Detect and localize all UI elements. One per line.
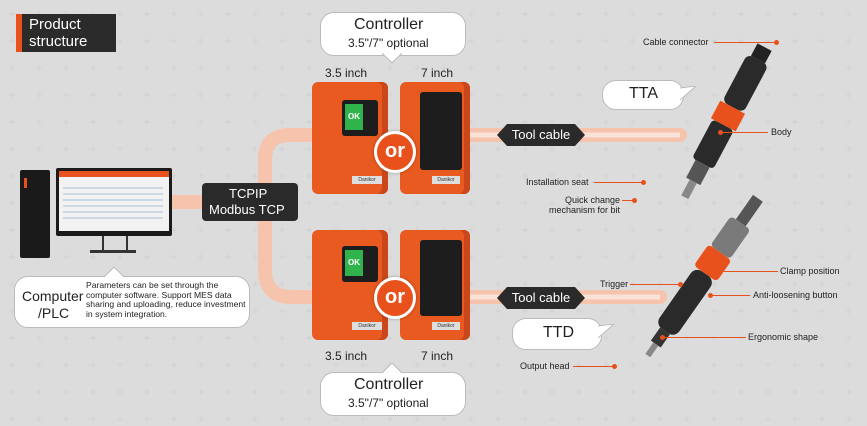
ok-indicator: OK (345, 104, 363, 130)
dot-ergonomic (660, 335, 665, 340)
controller-large-screen (420, 240, 462, 316)
controller-bottom-subtitle: 3.5"/7" optional (348, 396, 429, 410)
monitor-screen (59, 171, 169, 231)
computer-bubble-tail (104, 266, 124, 278)
cable-to-bottom-controllers (258, 195, 327, 304)
page-title: Product structure (29, 16, 88, 50)
monitor-base (90, 250, 136, 253)
cable-computer-to-controllers (163, 128, 327, 209)
label-clamp-position: Clamp position (780, 266, 840, 276)
brand-plate: Danikor (432, 176, 460, 184)
lead-installation-seat (594, 182, 642, 183)
controller-top-subtitle: 3.5"/7" optional (348, 36, 429, 50)
ttd-name: TTD (543, 324, 575, 341)
protocol-line2: Modbus TCP (209, 202, 285, 217)
brand-label: Danikor (437, 177, 455, 183)
tool-cable-label-bottom: Tool cable (497, 287, 585, 309)
controller-bottom-size-right: 7 inch (421, 349, 454, 363)
lead-trigger (630, 284, 680, 285)
tta-bubble (602, 80, 684, 110)
computer-label-line2: /PLC (38, 305, 70, 321)
protocol-line1: TCPIP (229, 186, 268, 201)
controller-bottom-bubble (320, 372, 466, 416)
lead-output-head (573, 366, 613, 367)
or-badge-top: or (374, 131, 416, 173)
tta-bubble-tail (680, 86, 697, 101)
ok-label: OK (348, 258, 360, 267)
controller-top-size-right: 7 inch (421, 66, 454, 80)
ok-label: OK (348, 112, 360, 121)
monitor-stand (102, 236, 128, 250)
controller-bottom-bubble-tail (382, 362, 402, 374)
dot-quick-change (632, 198, 637, 203)
controller-large-screen (420, 92, 462, 170)
brand-plate: Danikor (352, 322, 382, 330)
screen-rows (63, 183, 163, 223)
controller-top-size-left: 3.5 inch (325, 66, 368, 80)
lead-cable-connector (714, 42, 776, 43)
label-anti-loosening: Anti-loosening button (753, 290, 838, 300)
dot-anti-loosening (708, 293, 713, 298)
dot-trigger (678, 282, 683, 287)
label-body: Body (771, 127, 792, 137)
lead-body (722, 132, 768, 133)
brand-label: Danikor (358, 177, 376, 183)
controller-top-bubble (320, 12, 466, 56)
dot-output-head (612, 364, 617, 369)
dot-body (718, 130, 723, 135)
controller-top-bubble-tail (382, 53, 402, 64)
title-box (16, 14, 116, 52)
controller-top-small: OK Danikor (312, 82, 388, 194)
ok-indicator: OK (345, 250, 363, 276)
controller-bottom-title: Controller (354, 376, 424, 393)
computer-label-line1: Computer (22, 288, 84, 304)
ttd-tool (645, 194, 763, 358)
label-output-head: Output head (520, 361, 570, 371)
brand-plate: Danikor (432, 322, 460, 330)
label-cable-connector: Cable connector (643, 37, 709, 47)
or-badge-bottom: or (374, 277, 416, 319)
screen-header (59, 171, 169, 177)
lead-quick-change (622, 200, 634, 201)
title-accent-bar (16, 14, 22, 52)
label-installation-seat: Installation seat (526, 177, 589, 187)
dot-cable-connector (774, 40, 779, 45)
tta-name: TTA (629, 85, 659, 102)
brand-label: Danikor (358, 323, 376, 329)
computer-bubble (14, 276, 250, 328)
label-quick-change: Quick change mechanism for bit (548, 195, 620, 215)
brand-plate: Danikor (352, 176, 382, 184)
brand-label: Danikor (437, 323, 455, 329)
dot-installation-seat (641, 180, 646, 185)
computer-description: Parameters can be set through the comput… (86, 280, 246, 319)
controller-top-large: Danikor (400, 82, 470, 194)
ttd-bubble-tail (598, 324, 615, 339)
lead-anti-loosening (712, 295, 750, 296)
controller-small-screen: OK (342, 246, 378, 282)
lead-clamp-position (722, 271, 778, 272)
tower-accent (24, 178, 27, 188)
computer-tower (20, 170, 50, 258)
label-ergonomic: Ergonomic shape (748, 332, 819, 342)
controller-bottom-size-left: 3.5 inch (325, 349, 368, 363)
computer-monitor (56, 168, 172, 236)
tool-cable-label-top: Tool cable (497, 124, 585, 146)
controller-small-screen: OK (342, 100, 378, 136)
controller-bottom-small: OK Danikor (312, 230, 388, 340)
lead-ergonomic (664, 337, 746, 338)
label-trigger: Trigger (600, 279, 629, 289)
dot-clamp-position (718, 269, 723, 274)
controller-top-title: Controller (354, 16, 424, 33)
protocol-box (202, 183, 298, 221)
